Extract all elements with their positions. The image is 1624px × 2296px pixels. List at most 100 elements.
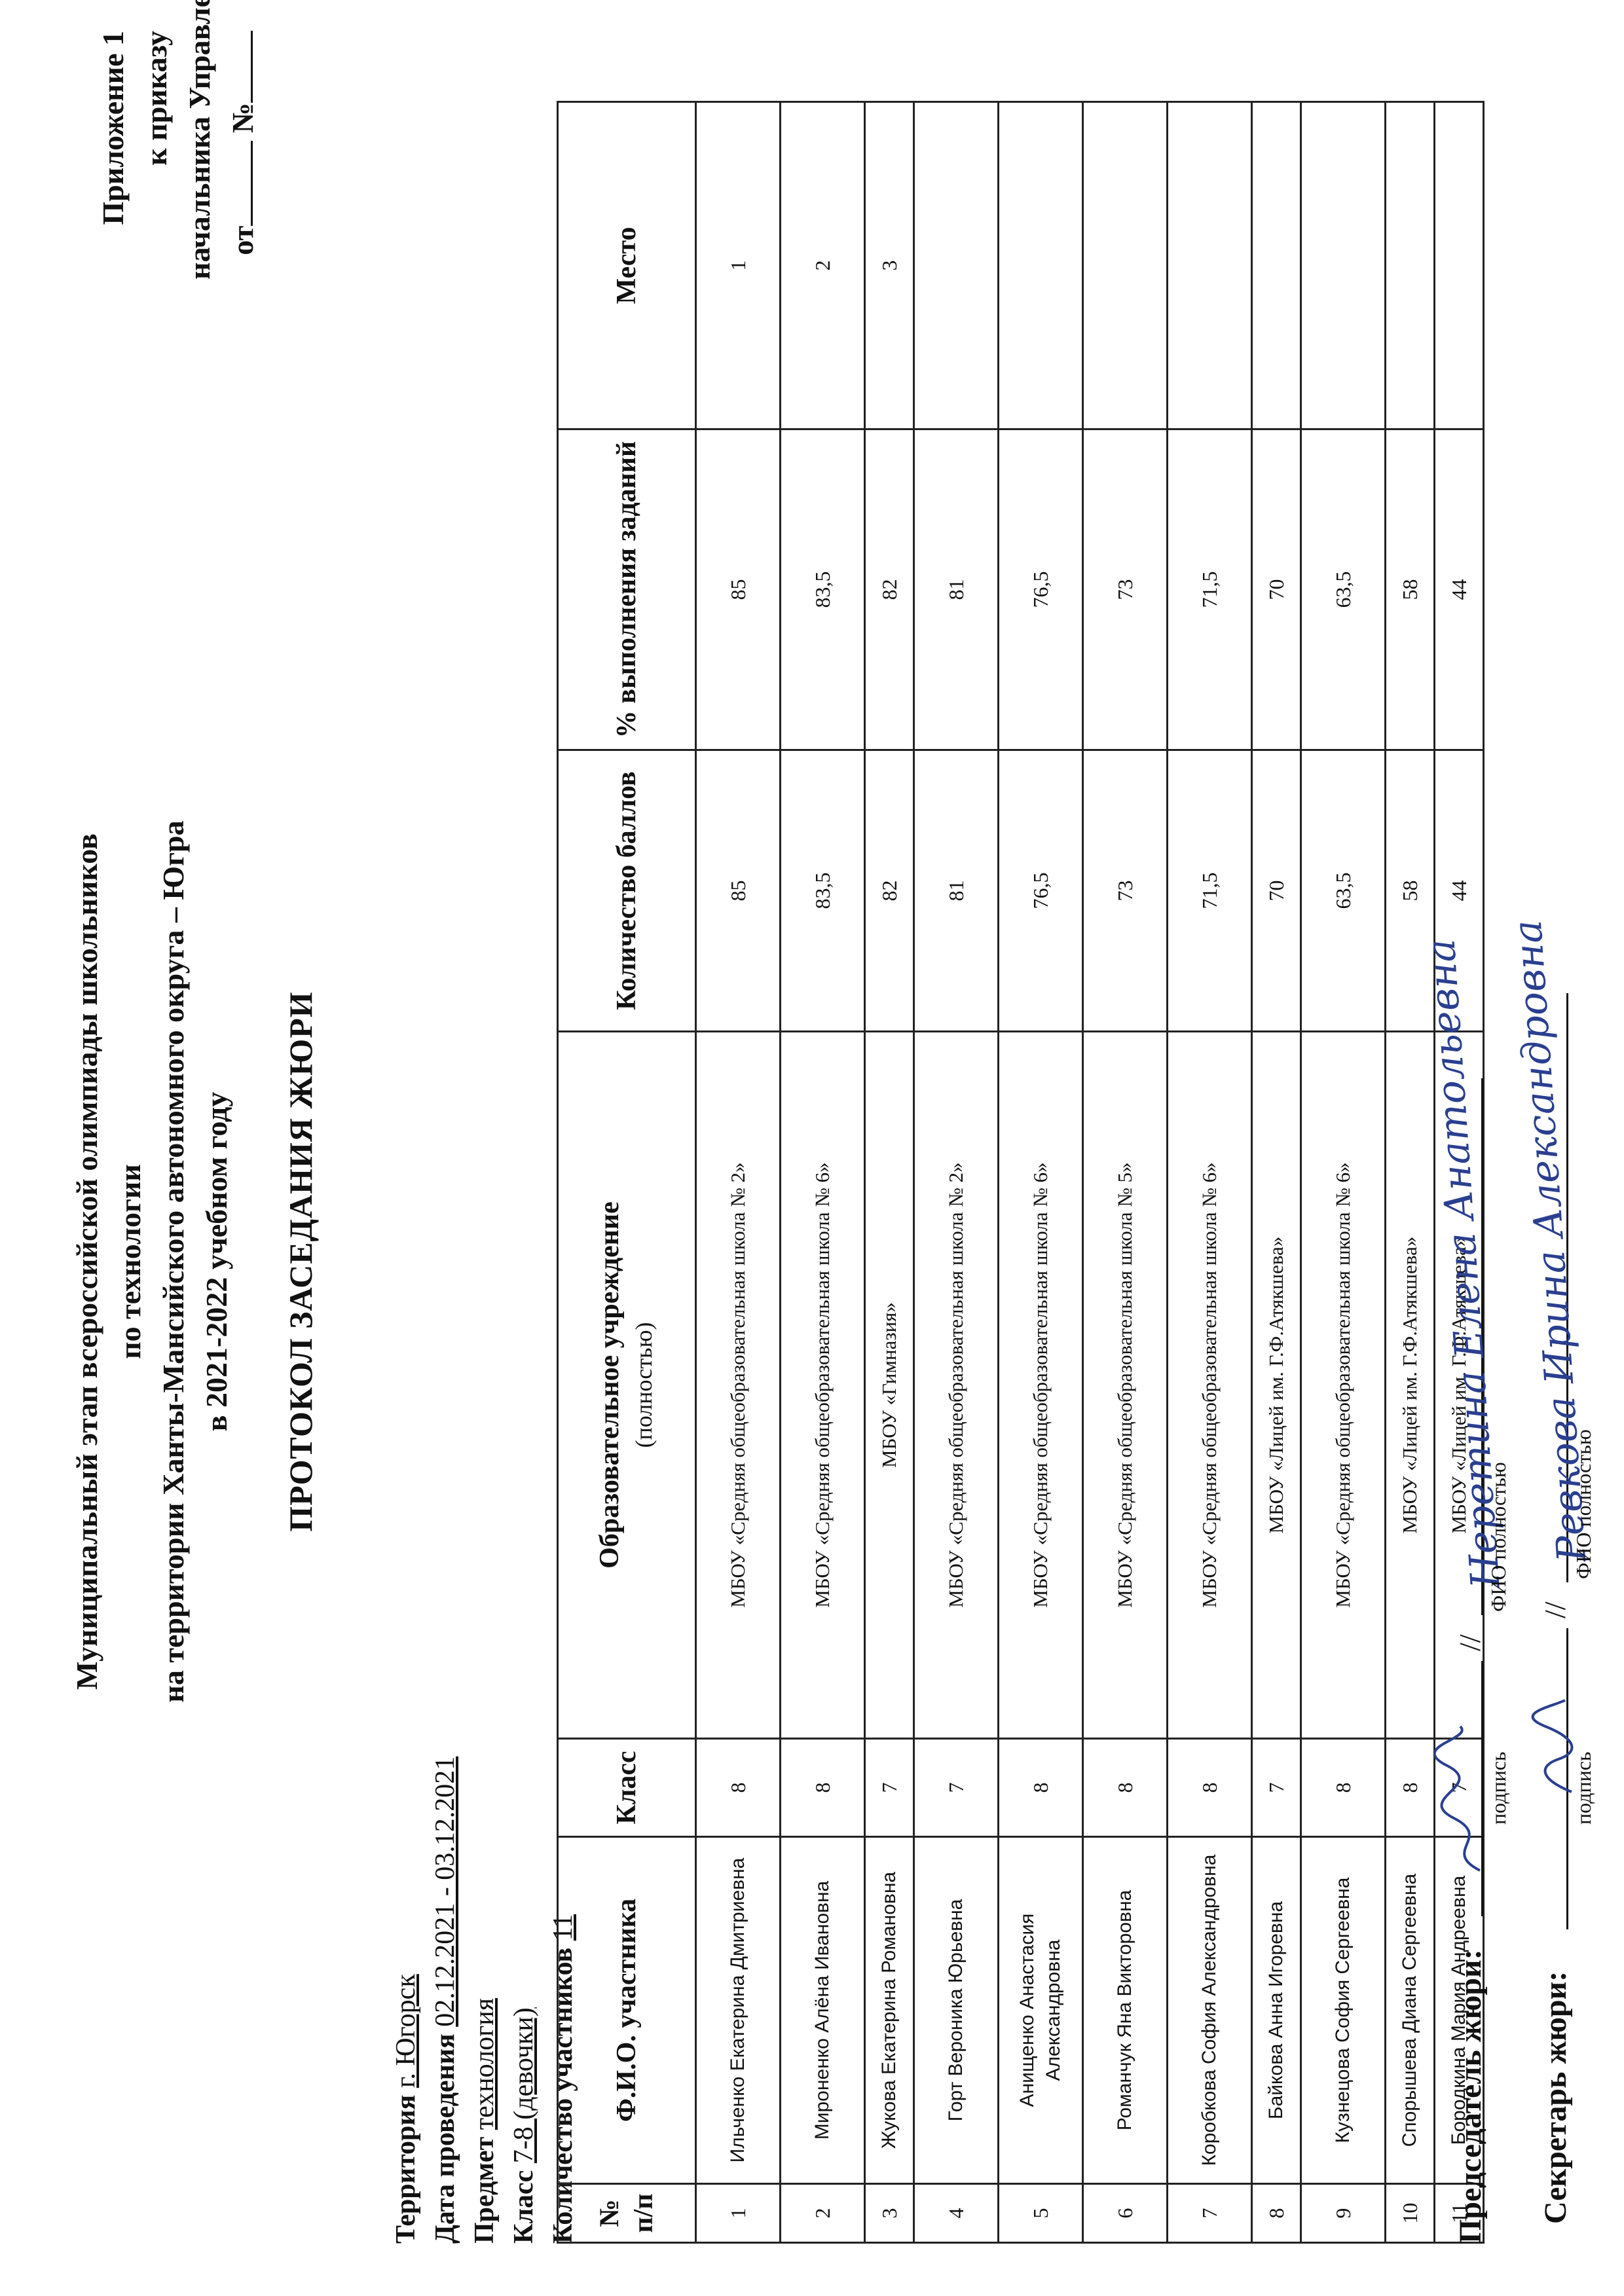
class-label: Класс <box>509 2170 539 2244</box>
territory-row: Территория г. Югорск <box>386 1757 426 2244</box>
cell-place <box>913 101 999 429</box>
cell-institution: МБОУ «Средняя общеобразовательная школа … <box>780 1031 865 1739</box>
title-line-2: по технологии <box>113 1164 147 1359</box>
cell-name: Горт Вероника Юрьевна <box>913 1836 999 2184</box>
cell-score: 81 <box>913 750 999 1032</box>
cell-place: 3 <box>864 101 914 429</box>
date-value: 02.12.2021 - 03.12.2021 <box>430 1756 460 2027</box>
cell-num: 8 <box>1251 2183 1301 2243</box>
cell-percent: 83,5 <box>780 429 865 750</box>
header-institution: Образовательное учреждение (полностью) <box>557 1031 696 1739</box>
cell-percent: 76,5 <box>998 429 1083 750</box>
header-place: Место <box>557 101 696 429</box>
cell-place: 2 <box>780 101 865 429</box>
cell-name: Анищенко Анастасия Александровна <box>998 1836 1083 2184</box>
cell-place: 1 <box>695 101 781 429</box>
cell-name: Коробкова София Александровна <box>1167 1836 1252 2184</box>
secretary-signature-row: Секретарь жюри: подпись // Ревкова Ирина… <box>1505 83 1617 2244</box>
cell-class: 8 <box>998 1738 1083 1837</box>
secretary-separator: // <box>1538 1601 1572 1618</box>
chair-signature-scribble <box>1434 1725 1481 1872</box>
territory-value: г. Югорск <box>391 1974 421 2088</box>
cell-place <box>1385 101 1435 429</box>
header-institution-note: (полностью) <box>631 1322 657 1448</box>
cell-num: 7 <box>1167 2183 1252 2243</box>
territory-label: Территория <box>391 2094 421 2244</box>
class-row: Класс 7-8 (девочки) <box>504 1757 544 2244</box>
cell-name: Ильченко Екатерина Дмитриевна <box>695 1836 781 2184</box>
chair-name-caption: ФИО полностью <box>1486 1462 1510 1612</box>
chair-separator: // <box>1453 1634 1486 1651</box>
subject-label: Предмет <box>470 2136 500 2244</box>
cell-percent: 58 <box>1385 429 1435 750</box>
cell-score: 76,5 <box>998 750 1083 1032</box>
cell-score: 70 <box>1251 750 1301 1032</box>
cell-num: 5 <box>998 2183 1083 2243</box>
cell-institution: МБОУ «Средняя общеобразовательная школа … <box>1301 1031 1386 1739</box>
cell-num: 3 <box>864 2183 914 2243</box>
header-institution-label: Образовательное учреждение <box>595 1201 625 1569</box>
appendix-block: Приложение 1 к приказу начальника Управл… <box>92 0 265 280</box>
cell-percent: 71,5 <box>1167 429 1252 750</box>
cell-num: 4 <box>913 2183 999 2243</box>
cell-place <box>1082 101 1168 429</box>
cell-num: 10 <box>1385 2183 1435 2243</box>
cell-institution: МБОУ «Лицей им. Г.Ф.Атякшева» <box>1251 1031 1301 1739</box>
cell-institution: МБОУ «Гимназия» <box>864 1031 914 1739</box>
cell-institution: МБОУ «Средняя общеобразовательная школа … <box>913 1031 999 1739</box>
date-row: Дата проведения 02.12.2021 - 03.12.2021 <box>426 1757 465 2244</box>
cell-num: 9 <box>1301 2183 1386 2243</box>
protocol-title: ПРОТОКОЛ ЗАСЕДАНИЯ ЖЮРИ <box>282 991 319 1532</box>
date-label: Дата проведения <box>430 2033 460 2244</box>
cell-percent: 81 <box>913 429 999 750</box>
cell-num: 1 <box>695 2183 781 2243</box>
cell-score: 83,5 <box>780 750 865 1032</box>
cell-class: 8 <box>1082 1738 1168 1837</box>
cell-name: Романчук Яна Викторовна <box>1082 1836 1168 2184</box>
cell-class: 7 <box>913 1738 999 1837</box>
cell-institution: МБОУ «Средняя общеобразовательная школа … <box>1167 1031 1252 1739</box>
cell-class: 8 <box>695 1738 781 1837</box>
appendix-number-blank <box>251 31 253 103</box>
chair-signature-row: Председатель жюри: подпись // Неретина Е… <box>1418 83 1532 2244</box>
cell-institution: МБОУ «Средняя общеобразовательная школа … <box>998 1031 1083 1739</box>
cell-name: Жукова Екатерина Романовна <box>864 1836 914 2184</box>
subject-value: технология <box>470 1997 500 2130</box>
cell-percent: 85 <box>695 429 781 750</box>
class-value: 7-8 (девочки) <box>509 2007 539 2164</box>
cell-score: 85 <box>695 750 781 1032</box>
cell-class: 8 <box>1385 1738 1435 1837</box>
cell-name: Байкова Анна Игоревна <box>1251 1836 1301 2184</box>
secretary-signature-scribble <box>1531 1699 1574 1793</box>
title-line-4: в 2021-2022 учебном году <box>200 1091 233 1432</box>
cell-class: 8 <box>1301 1738 1386 1837</box>
cell-score: 73 <box>1082 750 1168 1032</box>
cell-place <box>998 101 1083 429</box>
cell-score: 71,5 <box>1167 750 1252 1032</box>
cell-percent: 82 <box>864 429 914 750</box>
chair-label: Председатель жюри: <box>1453 1949 1488 2244</box>
cell-place <box>1251 101 1301 429</box>
header-percent: % выполнения заданий <box>557 429 696 750</box>
cell-class: 8 <box>1167 1738 1252 1837</box>
cell-num: 6 <box>1082 2183 1168 2243</box>
header-num: № п/п <box>557 2183 696 2243</box>
signatures-block: Председатель жюри: подпись // Неретина Е… <box>1418 83 1617 2244</box>
cell-class: 8 <box>780 1738 865 1837</box>
results-table: № п/п Ф.И.О. участника Класс Образовател… <box>557 101 1485 2244</box>
appendix-line-3: начальника Управления <box>183 0 216 280</box>
cell-institution: МБОУ «Средняя общеобразовательная школа … <box>1082 1031 1168 1739</box>
cell-institution: МБОУ «Средняя общеобразовательная школа … <box>695 1031 781 1739</box>
subject-row: Предмет технология <box>465 1757 504 2244</box>
cell-num: 2 <box>780 2183 865 2243</box>
cell-percent: 70 <box>1251 429 1301 750</box>
